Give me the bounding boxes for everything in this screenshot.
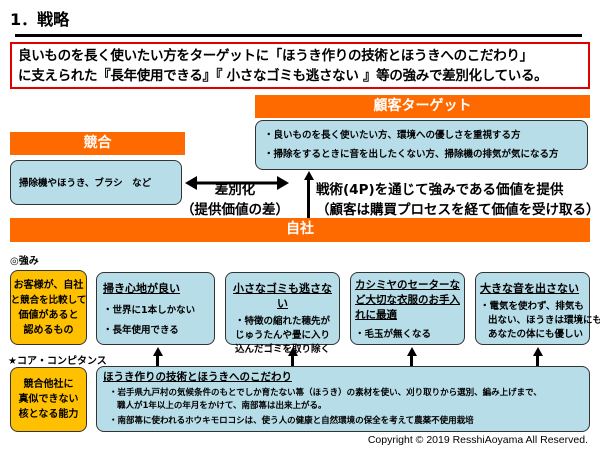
target-header: 顧客ターゲット	[255, 95, 590, 118]
arrow-up-icon	[153, 347, 163, 356]
core-item: ・南部箒に使われるホウキモロコシは、使う人の健康と自然環境の保全を考えて農薬不使…	[109, 416, 474, 426]
strength-item: ・長年使用できる	[103, 325, 179, 336]
company-header: 自社	[10, 218, 590, 242]
definition-line: お客様が、自社	[13, 279, 84, 291]
core-title: ほうき作りの技術とほうきへのこだわり	[103, 371, 292, 383]
competitor-header: 競合	[10, 132, 185, 155]
strength-title: 掃き心地が良い	[103, 282, 180, 295]
strategy-summary: 良いものを長く使いたい方をターゲットに「ほうき作りの技術とほうきへのこだわり」 …	[10, 42, 590, 89]
target-box: ・良いものを長く使いたい方、環境への優しさを重視する方 ・掃除をするときに音を出…	[255, 120, 588, 170]
core-box: ほうき作りの技術とほうきへのこだわり ・岩手県九戸村の気候条件のもとでしか育たな…	[96, 366, 590, 432]
strength-box: カシミヤのセーターなど大切な衣服のお手入れに最適 ・毛玉が無くなる	[350, 272, 465, 345]
summary-line: に支えられた『長年使用できる』『 小さなゴミも逃さない 』等の強みで差別化してい…	[18, 68, 548, 84]
definition-line: 真似できない	[18, 394, 79, 405]
definition-line: 競合他社に	[23, 379, 74, 390]
definition-line: 核となる能力	[18, 409, 79, 420]
strength-box: 大きな音を出さない ・電気を使わず、排気も 出ない、ほうきは環境にも あなたの体…	[475, 272, 600, 345]
double-arrow-icon	[185, 176, 289, 190]
tactics-line: 戦術(4P)を通じて強みである価値を提供	[316, 182, 564, 198]
core-item: 職人が1年以上の年月をかけて、南部箒は出来上がる。	[117, 401, 327, 411]
definition-line: と競合を比較して	[10, 294, 87, 306]
summary-line: 良いものを長く使いたい方をターゲットに「ほうき作りの技術とほうきへのこだわり」	[18, 48, 533, 64]
arrow-shaft	[410, 355, 413, 366]
arrow-shaft	[156, 355, 159, 366]
differentiation-label: 差別化 （提供価値の差）	[175, 180, 295, 220]
strength-title: 小さなゴミも逃さない	[233, 282, 332, 310]
tactics-line: （顧客は購買プロセスを経て価値を受け取る）	[316, 202, 600, 218]
strength-item: ・電気を使わず、排気も	[480, 301, 584, 312]
strength-item: 出ない、ほうきは環境にも	[488, 315, 600, 326]
differentiation-sub: （提供価値の差）	[181, 202, 289, 218]
strength-box: 小さなゴミも逃さない ・特徴の縮れた穂先が じゅうたんや畳に入り 込んだゴミを取…	[225, 272, 340, 355]
target-item: ・掃除をするときに音を出したくない方、掃除機の排気が気になる方	[264, 149, 559, 160]
core-definition: 競合他社に 真似できない 核となる能力	[10, 367, 87, 432]
arrow-shaft	[536, 355, 539, 366]
arrow-up-icon	[407, 347, 417, 356]
strength-item: ・世界に1本しかない	[103, 305, 196, 316]
definition-line: 認めるもの	[23, 324, 74, 336]
strength-item: 込んだゴミを取り除く	[234, 344, 330, 355]
strength-item: じゅうたんや畳に入り	[234, 330, 330, 341]
strengths-definition: お客様が、自社 と競合を比較して 価値があると 認めるもの	[10, 270, 87, 345]
definition-line: 価値があると	[18, 309, 79, 321]
strength-title: カシミヤのセーターなど大切な衣服のお手入れに最適	[355, 279, 460, 321]
competitor-box: 掃除機やほうき、ブラシ など	[10, 160, 182, 205]
strength-box: 掃き心地が良い ・世界に1本しかない ・長年使用できる	[96, 272, 215, 345]
page-title: 1．戦略	[10, 10, 70, 29]
tactics-label: 戦術(4P)を通じて強みである価値を提供 （顧客は購買プロセスを経て価値を受け取…	[316, 180, 600, 220]
target-item: ・良いものを長く使いたい方、環境への優しさを重視する方	[264, 130, 521, 141]
strength-item: あなたの体にも優しい	[488, 329, 584, 340]
arrow-up-icon	[533, 347, 543, 356]
arrow-up-icon	[288, 347, 298, 356]
copyright: Copyright © 2019 ResshiAoyama All Reserv…	[367, 434, 588, 446]
strength-item: ・特徴の縮れた穂先が	[234, 316, 330, 327]
strengths-label: ◎強み	[10, 256, 39, 267]
arrow-shaft	[307, 179, 310, 218]
arrow-up-icon	[304, 171, 314, 180]
strength-item: ・毛玉が無くなる	[355, 329, 432, 340]
differentiation-title: 差別化	[214, 182, 256, 198]
core-competence-label: ★コア・コンピタンス	[8, 356, 107, 367]
core-item: ・岩手県九戸村の気候条件のもとでしか育たない箒（ほうき）の素材を使い、刈り取りか…	[109, 388, 542, 398]
strength-title: 大きな音を出さない	[480, 282, 579, 295]
title-divider	[15, 34, 582, 37]
arrow-shaft	[291, 355, 294, 366]
